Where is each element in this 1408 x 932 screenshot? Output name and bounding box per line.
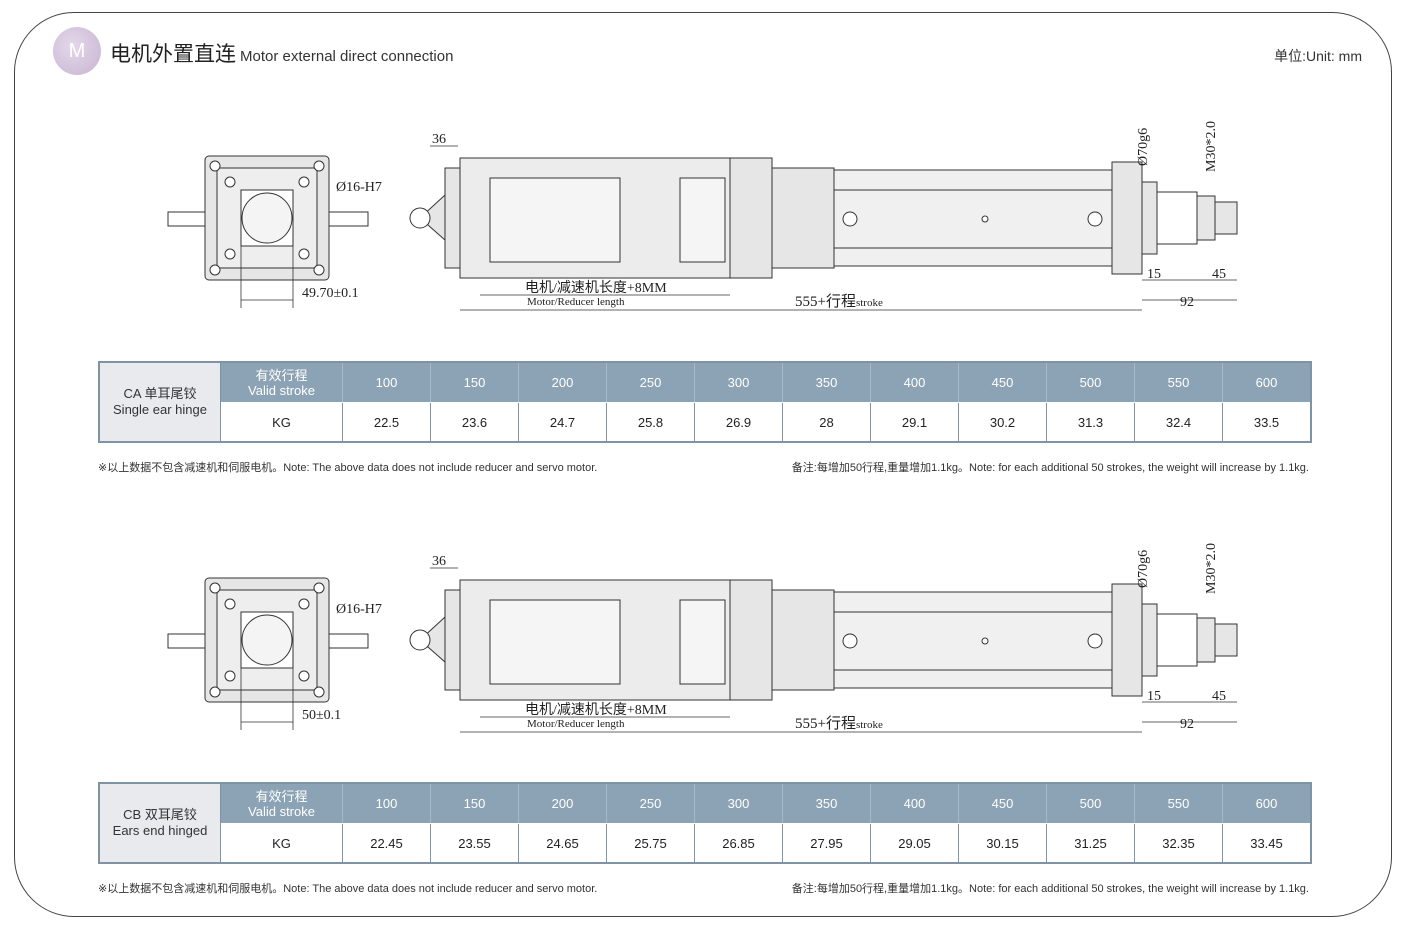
rod-dim: Ø70g6 bbox=[1136, 550, 1151, 588]
stroke-header: 200 bbox=[518, 782, 607, 824]
stroke-header: 400 bbox=[870, 782, 959, 824]
technical-drawing: Ø16-H7 36 50±0.1 电机/减速机长度+8MM Motor/Redu… bbox=[167, 543, 1238, 733]
title-en: Motor external direct connection bbox=[240, 48, 454, 65]
rod-nut bbox=[1196, 617, 1216, 663]
dim-45: 45 bbox=[1212, 267, 1226, 282]
note-right: 备注:每增加50行程,重量增加1.1kg。Note: for each addi… bbox=[791, 462, 1309, 474]
weight-cell: 33.5 bbox=[1222, 402, 1312, 443]
cylinder-body bbox=[833, 169, 1113, 267]
weight-cell: 32.4 bbox=[1134, 402, 1223, 443]
weight-cell: 26.9 bbox=[694, 402, 783, 443]
weight-cell: 22.45 bbox=[342, 823, 431, 864]
stroke-header: 100 bbox=[342, 782, 431, 824]
stroke-header: 550 bbox=[1134, 782, 1223, 824]
stroke-header: 250 bbox=[606, 361, 695, 403]
thread-dim: M30*2.0 bbox=[1204, 121, 1219, 172]
ear-dim: 36 bbox=[432, 132, 446, 147]
note-left-2: ※以上数据不包含减速机和伺服电机。Note: The above data do… bbox=[98, 883, 598, 895]
title-cn: 电机外置直连 bbox=[110, 43, 236, 66]
weight-cell: 24.65 bbox=[518, 823, 607, 864]
stroke-header: 100 bbox=[342, 361, 431, 403]
weight-cell: 33.45 bbox=[1222, 823, 1312, 864]
weight-cell: 28 bbox=[782, 402, 871, 443]
stroke-header: 600 bbox=[1222, 361, 1312, 403]
rod-dim: Ø70g6 bbox=[1136, 128, 1151, 166]
dim-45: 45 bbox=[1212, 689, 1226, 704]
motor-length-en: Motor/Reducer length bbox=[527, 296, 625, 308]
weight-cell: 31.25 bbox=[1046, 823, 1135, 864]
stroke-header: 450 bbox=[958, 361, 1047, 403]
stroke-header: 550 bbox=[1134, 361, 1223, 403]
plate-dim: 49.70±0.1 bbox=[302, 286, 359, 301]
note-left: ※以上数据不包含减速机和伺服电机。Note: The above data do… bbox=[98, 462, 598, 474]
weight-cell: 27.95 bbox=[782, 823, 871, 864]
stroke-dim: 555+行程stroke bbox=[795, 293, 883, 310]
weight-cell: 22.5 bbox=[342, 402, 431, 443]
stroke-dim: 555+行程stroke bbox=[795, 715, 883, 732]
weight-cell: 31.3 bbox=[1046, 402, 1135, 443]
weight-cell: 25.8 bbox=[606, 402, 695, 443]
stroke-header: 300 bbox=[694, 361, 783, 403]
stroke-header: 500 bbox=[1046, 782, 1135, 824]
unit-label: 单位:Unit: mm bbox=[1274, 48, 1362, 64]
dim-92: 92 bbox=[1180, 717, 1194, 732]
weight-cell: 29.05 bbox=[870, 823, 959, 864]
weight-cell: 24.7 bbox=[518, 402, 607, 443]
weight-cell: 30.15 bbox=[958, 823, 1047, 864]
weight-cell: 26.85 bbox=[694, 823, 783, 864]
thread-dim: M30*2.0 bbox=[1204, 543, 1219, 594]
stroke-header: 200 bbox=[518, 361, 607, 403]
front-flange bbox=[1111, 583, 1143, 697]
motor-length-en: Motor/Reducer length bbox=[527, 718, 625, 730]
weight-cell: 25.75 bbox=[606, 823, 695, 864]
piston-rod bbox=[1156, 613, 1198, 667]
ear-dim: 36 bbox=[432, 554, 446, 569]
weight-cell: 23.55 bbox=[430, 823, 519, 864]
motor-length-cn: 电机/减速机长度+8MM bbox=[525, 702, 667, 718]
stroke-header: 350 bbox=[782, 782, 871, 824]
stroke-header: 400 bbox=[870, 361, 959, 403]
dim-15: 15 bbox=[1147, 267, 1161, 282]
weight-cell: 30.2 bbox=[958, 402, 1047, 443]
stroke-header: 250 bbox=[606, 782, 695, 824]
stroke-header: 300 bbox=[694, 782, 783, 824]
flange bbox=[729, 157, 773, 279]
stroke-header: 350 bbox=[782, 361, 871, 403]
stroke-header: 150 bbox=[430, 782, 519, 824]
kg-label: KG bbox=[220, 402, 343, 443]
weight-cell: 29.1 bbox=[870, 402, 959, 443]
rod-nut bbox=[1196, 195, 1216, 241]
page-frame bbox=[14, 12, 1392, 917]
weight-cell: 32.35 bbox=[1134, 823, 1223, 864]
bore-dim: Ø16-H7 bbox=[336, 180, 382, 195]
stroke-header: 500 bbox=[1046, 361, 1135, 403]
bore-dim: Ø16-H7 bbox=[336, 602, 382, 617]
flange bbox=[729, 579, 773, 701]
dim-92: 92 bbox=[1180, 295, 1194, 310]
dim-15: 15 bbox=[1147, 689, 1161, 704]
plate-dim: 50±0.1 bbox=[302, 708, 341, 723]
piston-rod bbox=[1156, 191, 1198, 245]
cylinder-body bbox=[833, 591, 1113, 689]
front-flange bbox=[1111, 161, 1143, 275]
technical-drawing: Ø16-H7 36 49.70±0.1 电机/减速机长度+8MM Motor/R… bbox=[167, 121, 1238, 311]
stroke-header: 150 bbox=[430, 361, 519, 403]
weight-cell: 23.6 bbox=[430, 402, 519, 443]
section-badge: M bbox=[53, 27, 101, 75]
stroke-header: 450 bbox=[958, 782, 1047, 824]
motor-length-cn: 电机/减速机长度+8MM bbox=[525, 280, 667, 296]
note-right-2: 备注:每增加50行程,重量增加1.1kg。Note: for each addi… bbox=[791, 883, 1309, 895]
kg-label: KG bbox=[220, 823, 343, 864]
stroke-header: 600 bbox=[1222, 782, 1312, 824]
